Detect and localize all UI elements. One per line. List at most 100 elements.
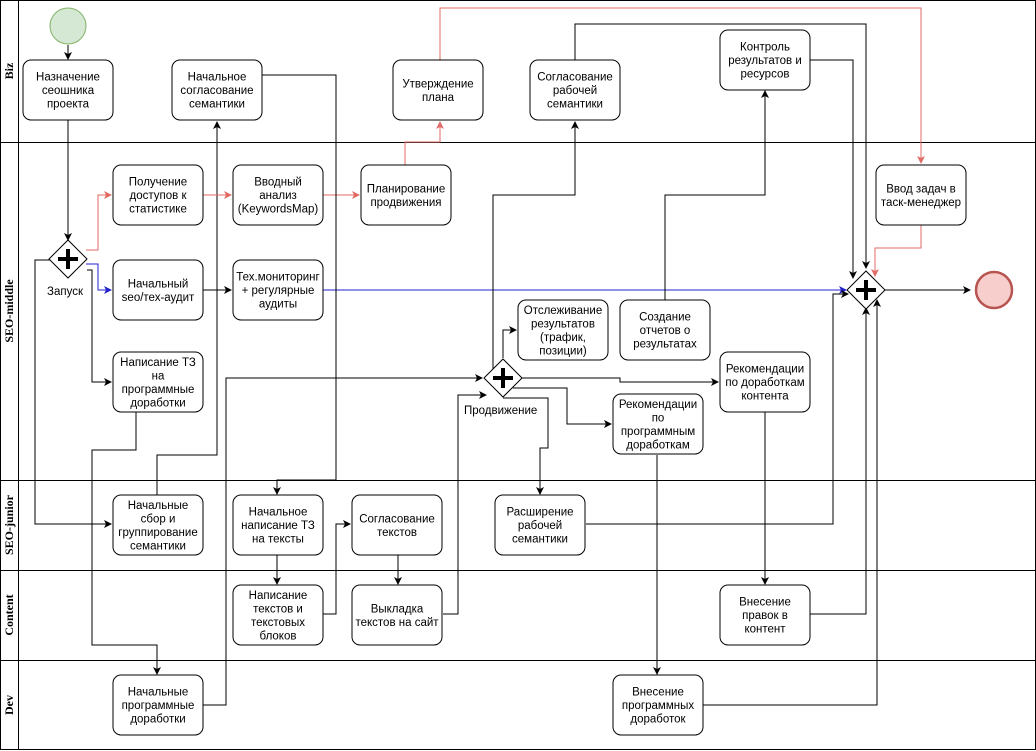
task-planning: Планирование продвижения xyxy=(360,164,452,226)
task-label-line: Рекомендации xyxy=(726,364,804,376)
task-label-line: сеошника xyxy=(42,85,95,97)
task-upload-texts: Выкладка текстов на сайт xyxy=(351,584,443,646)
task-label-line: по xyxy=(652,412,665,424)
task-label-line: Начальные xyxy=(128,687,189,699)
task-label-line: Начальные xyxy=(128,500,189,512)
task-label-line: текстов xyxy=(377,527,417,539)
task-label-line: Расширение xyxy=(506,507,573,519)
task-label-line: согласование xyxy=(180,85,253,97)
task-label-line: Ввод задач в xyxy=(886,183,956,195)
task-label-line: Рекомендации xyxy=(619,399,697,411)
task-label-line: позиции) xyxy=(539,345,587,357)
task-label-line: доработки xyxy=(130,714,185,726)
task-label-line: Согласование xyxy=(359,513,435,525)
task-label-line: программные xyxy=(122,700,195,712)
task-label-line: продвижения xyxy=(370,197,441,209)
task-label-line: Внесение xyxy=(739,597,791,609)
task-label-line: написание ТЗ xyxy=(241,520,315,532)
task-label-line: контента xyxy=(741,391,789,403)
lane-title-dev: Dev xyxy=(2,695,16,715)
task-label-line: Выкладка xyxy=(371,603,424,615)
lane-title-biz: Biz xyxy=(2,62,16,79)
task-label-line: правок в xyxy=(742,610,788,622)
gateway-promotion-label: Продвижение xyxy=(464,405,537,417)
task-label-line: отчетов о xyxy=(640,325,691,337)
task-label-line: доработок xyxy=(630,714,686,726)
task-label-line: результатов xyxy=(531,318,595,330)
gateway-launch-label: Запуск xyxy=(47,286,84,298)
task-label-line: + регулярные xyxy=(242,285,315,297)
task-label-line: доработки xyxy=(130,397,185,409)
gateway-promotion: Продвижение xyxy=(464,358,537,417)
lane-title-content: Content xyxy=(2,594,16,635)
task-label-line: таск-менеджер xyxy=(881,197,961,209)
task-label-line: статистике xyxy=(129,204,187,216)
task-label-line: (KeywordsMap) xyxy=(238,204,319,216)
lane-title-seo-junior: SEO-junior xyxy=(2,494,16,555)
task-label-line: семантики xyxy=(512,534,568,546)
sequence-flows xyxy=(34,7,971,706)
gateway-launch: Запуск xyxy=(47,239,88,298)
task-label-line: Согласование xyxy=(537,72,613,84)
task-task-input: Ввод задач в таск-менеджер xyxy=(875,164,967,226)
task-label-line: Назначение xyxy=(36,72,100,84)
task-approve-plan: Утверждение плана xyxy=(392,59,484,121)
task-label-line: доступов к xyxy=(130,190,188,202)
task-label-line: Создание xyxy=(639,312,691,324)
task-label-line: на тексты xyxy=(252,534,304,546)
task-text-agree: Согласование текстов xyxy=(351,494,443,556)
task-label-line: Контроль xyxy=(740,42,790,54)
task-label-line: проекта xyxy=(47,99,90,111)
task-label-line: Начальное xyxy=(188,72,247,84)
task-label-line: рабочей xyxy=(518,520,562,532)
end-event xyxy=(974,270,1014,310)
task-label-line: аудиты xyxy=(259,299,297,311)
task-label-line: Написание xyxy=(249,590,308,602)
task-label-line: анализ xyxy=(259,190,297,202)
task-label-line: результатах xyxy=(633,339,697,351)
task-label-line: Утверждение xyxy=(402,78,473,90)
task-label-line: программных xyxy=(622,700,694,712)
task-label-line: плана xyxy=(422,92,455,104)
task-label-line: программные xyxy=(122,384,195,396)
task-label-line: Отслеживание xyxy=(524,305,602,317)
task-label-line: Планирование xyxy=(367,183,445,195)
task-label-line: блоков xyxy=(260,630,297,642)
task-label-line: доработкам xyxy=(626,439,690,451)
task-label-line: Написание ТЗ xyxy=(120,357,196,369)
tasks: НазначениесеошникапроектаНачальноесоглас… xyxy=(22,29,967,736)
task-label-line: Начальное xyxy=(249,507,308,519)
task-label-line: Получение xyxy=(129,177,187,189)
task-label-line: seo/тех-аудит xyxy=(122,292,195,304)
task-label-line: рабочей xyxy=(553,85,597,97)
task-label-line: текстовых xyxy=(251,617,305,629)
task-label-line: семантики xyxy=(130,540,186,552)
task-label-line: семантики xyxy=(189,99,245,111)
gateway-join xyxy=(846,270,886,310)
task-label-line: Вводный xyxy=(254,177,302,189)
task-label-line: текстов на сайт xyxy=(355,617,439,629)
task-label-line: на xyxy=(152,370,165,382)
task-label-line: сбор и xyxy=(141,513,176,525)
task-label-line: результатов и xyxy=(728,55,802,67)
task-label-line: по доработкам xyxy=(725,377,804,389)
